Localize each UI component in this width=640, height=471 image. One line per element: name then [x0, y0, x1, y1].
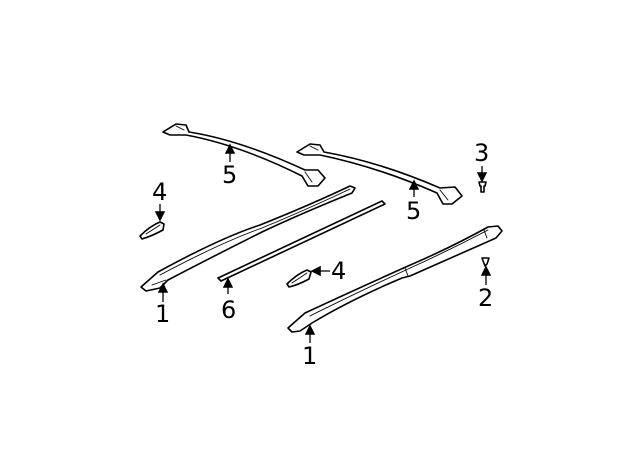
callout-5-right: 5 [406, 197, 422, 225]
molding-strip[interactable] [217, 200, 386, 282]
side-rail-right[interactable] [287, 225, 503, 333]
end-cover-right[interactable] [286, 269, 312, 288]
side-rail-left[interactable] [140, 185, 356, 292]
end-cover-left[interactable] [139, 221, 165, 240]
crossbar-left[interactable] [162, 123, 326, 187]
callout-5-left: 5 [222, 161, 238, 189]
callout-6: 6 [221, 296, 237, 324]
callout-2: 2 [478, 284, 494, 312]
callout-4-left: 4 [152, 178, 168, 206]
crossbar-right[interactable] [296, 143, 463, 205]
callout-3: 3 [474, 139, 490, 167]
callout-1-right: 1 [302, 342, 318, 370]
callout-1-left: 1 [155, 300, 171, 328]
clip[interactable] [481, 257, 490, 267]
screw[interactable] [478, 181, 487, 193]
callout-4-right: 4 [331, 257, 347, 285]
